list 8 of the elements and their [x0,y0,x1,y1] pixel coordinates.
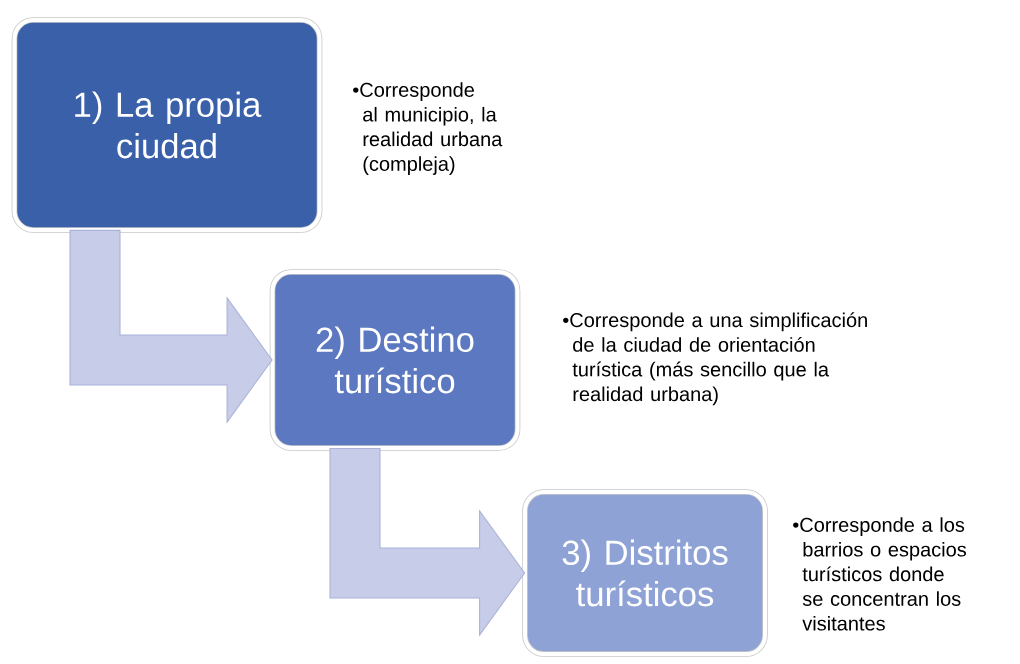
block-arrow [329,447,526,637]
bullet-text: •Corresponde al municipio, la realidad urbana (compleja) [353,82,503,175]
process-box: 3) Distritos turísticos [522,489,768,657]
block-arrow [69,229,273,424]
process-box: 1) La propia ciudad [11,17,323,233]
bullet-text: •Corresponde a los barrios o espacios turísticos donde se concentran los visitantes [793,517,966,631]
process-box: 2) Destino turístico [269,269,521,451]
bullet-text: •Corresponde a una simplificación de la ciudad de orientación turística (más sencillo que la realidad urbana) [563,312,867,406]
